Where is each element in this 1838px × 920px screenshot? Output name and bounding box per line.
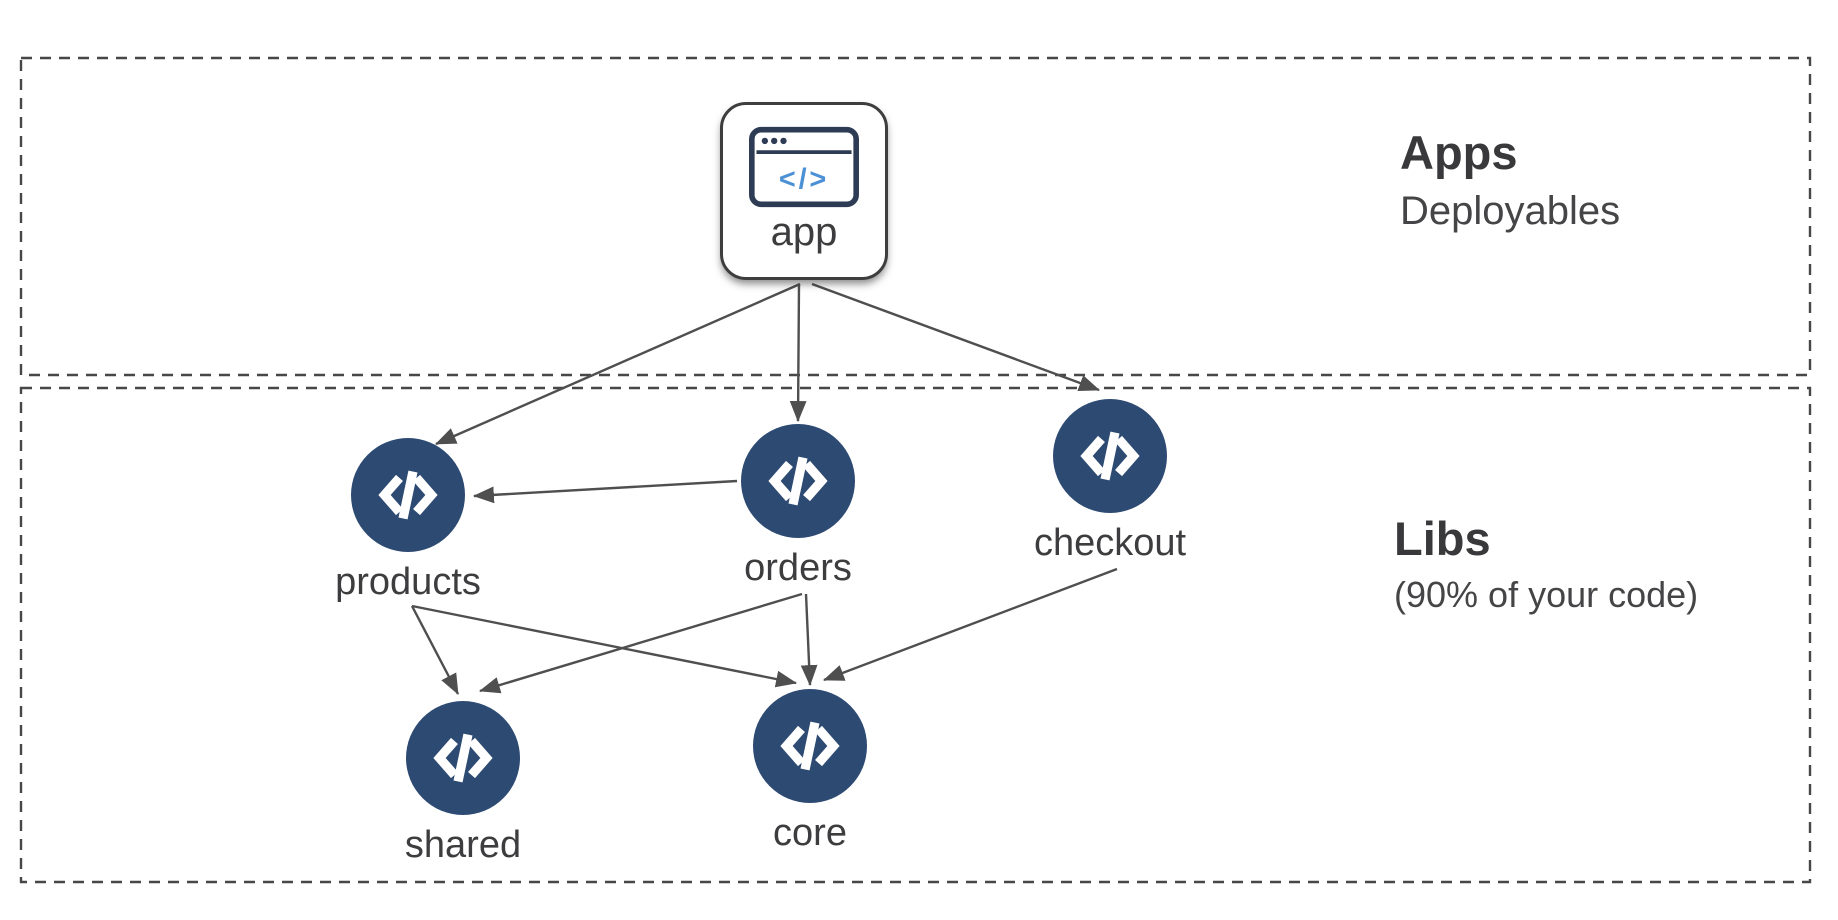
edge-app-products [435, 282, 801, 446]
libs-section-title: Libs [1394, 512, 1491, 565]
browser-window-code-icon: </> [749, 126, 859, 208]
edge-products-shared [410, 605, 460, 695]
edge-orders-products [472, 479, 738, 504]
lib-node-label: core [773, 812, 847, 854]
lib-node-label: checkout [1033, 522, 1187, 564]
code-icon [433, 733, 493, 783]
edge-checkout-core [823, 567, 1118, 682]
lib-node-label: orders [744, 547, 852, 589]
libs-section-label: Libs (90% of your code) [1394, 512, 1698, 617]
node-core: core [753, 689, 867, 854]
lib-node-circle [1053, 399, 1167, 513]
edge-orders-shared [478, 592, 803, 694]
code-icon [780, 721, 840, 771]
lib-node-circle [753, 689, 867, 803]
lib-node-label: shared [404, 824, 522, 866]
node-app: </> app [720, 102, 888, 280]
window-dot [780, 137, 787, 145]
apps-section-box [19, 56, 1812, 377]
code-icon [1080, 431, 1140, 481]
node-checkout: checkout [1034, 399, 1186, 564]
node-shared: shared [405, 701, 521, 866]
apps-section-subtitle: Deployables [1400, 189, 1621, 234]
libs-section-subtitle: (90% of your code) [1394, 574, 1699, 616]
lib-node-circle [351, 438, 465, 552]
lib-node-circle [406, 701, 520, 815]
apps-section-title: Apps [1400, 126, 1518, 179]
code-glyph: </> [779, 163, 829, 195]
lib-node-label: products [335, 561, 481, 603]
node-orders: orders [741, 424, 855, 589]
lib-node-circle [741, 424, 855, 538]
edge-products-core [411, 604, 798, 688]
code-icon [768, 456, 828, 506]
node-products: products [335, 438, 481, 603]
code-icon [378, 470, 438, 520]
edge-orders-core [800, 593, 818, 687]
edge-app-checkout [811, 282, 1100, 392]
window-dot [771, 137, 778, 145]
app-node-label: app [770, 210, 838, 254]
window-dot [761, 137, 769, 145]
libs-section-box [19, 386, 1812, 884]
edge-app-orders [789, 283, 807, 423]
apps-section-label: Apps Deployables [1400, 126, 1620, 236]
